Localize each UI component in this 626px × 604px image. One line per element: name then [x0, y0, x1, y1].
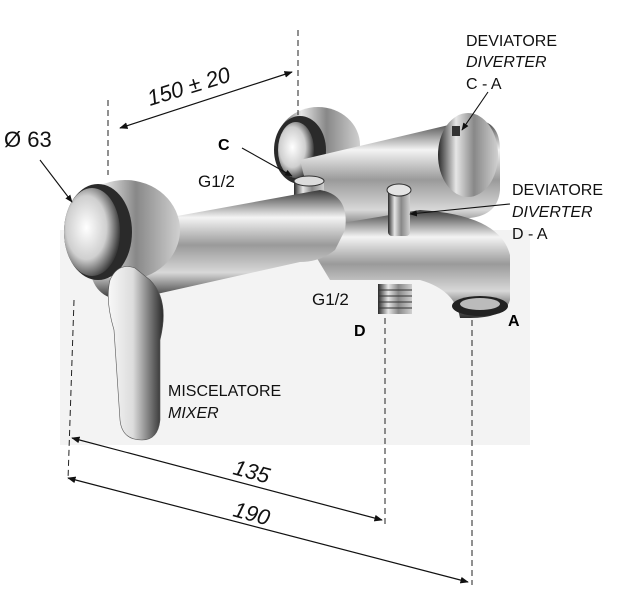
port-d-label: D — [354, 323, 366, 340]
leader-arrows — [39, 91, 511, 217]
dimension-arrows — [67, 71, 469, 584]
diverter-top-label-2: DIVERTER — [466, 54, 547, 71]
dimension-centers: 150 ± 20 — [144, 62, 234, 111]
port-c-thread-label: G1/2 — [198, 172, 235, 191]
diameter-label: Ø 63 — [4, 127, 52, 152]
diverter-top-label-1: DEVIATORE — [466, 33, 557, 50]
port-c-label: C — [218, 137, 230, 154]
diverter-right-label-3: D - A — [512, 226, 548, 243]
mixer-body — [90, 190, 346, 301]
mixer-lever — [107, 266, 164, 441]
port-a-label: A — [508, 313, 520, 330]
diverter-right-label-1: DEVIATORE — [512, 182, 603, 199]
dimension-depth-long: 190 — [231, 497, 274, 531]
mixer-label-2: MIXER — [168, 405, 219, 422]
diverter-top-label-3: C - A — [466, 76, 502, 93]
mixer-label-1: MISCELATORE — [168, 383, 281, 400]
left-wall-connector — [64, 180, 180, 280]
diverter-right-label-2: DIVERTER — [512, 204, 593, 221]
spout — [300, 210, 510, 318]
dimension-depth-short: 135 — [231, 455, 274, 489]
diverter-knob — [386, 183, 412, 236]
port-d-thread-label: G1/2 — [312, 290, 349, 309]
port-d-thread — [378, 284, 412, 314]
